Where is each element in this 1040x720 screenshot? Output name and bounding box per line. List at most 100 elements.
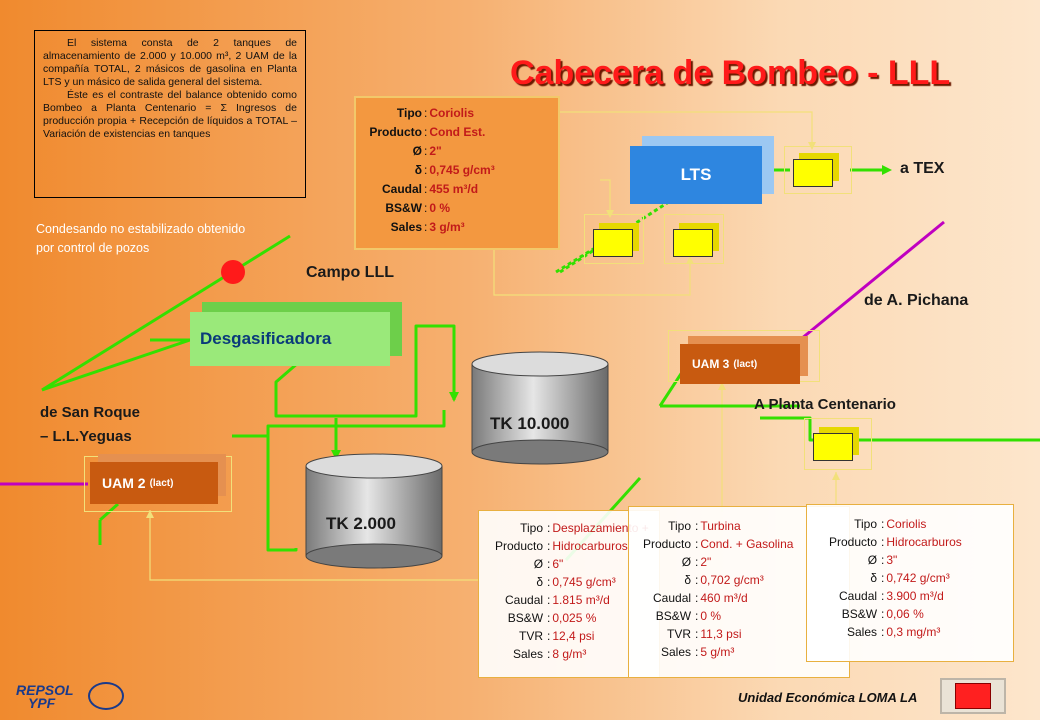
desp-spec-key: Tipo — [520, 521, 544, 535]
cori-spec-row: Producto:Hidrocarburos — [829, 533, 962, 551]
uam2-tag: (lact) — [149, 477, 174, 489]
san-roque-label-1: de San Roque — [40, 404, 141, 421]
turb-spec-row: Caudal:460 m³/d — [643, 589, 793, 607]
turb-spec-key: TVR — [667, 627, 692, 641]
lts-spec-colon: : — [424, 125, 428, 139]
valve-icon — [221, 260, 245, 284]
turb-spec-colon: : — [695, 555, 699, 569]
desga-to-tk10-pipe — [274, 324, 456, 418]
turb-spec-colon: : — [695, 627, 699, 641]
cori-spec-row: Sales:0,3 mg/m³ — [829, 623, 962, 641]
desp-spec-value: 6" — [552, 557, 564, 571]
turb-spec-colon: : — [695, 573, 699, 587]
lts-spec-row: BS&W:0 % — [356, 199, 495, 218]
desp-spec-row: δ:0,745 g/cm³ — [495, 573, 649, 591]
tex-meter-frame — [784, 146, 852, 194]
cori-spec-key: Caudal — [839, 589, 878, 603]
page-title: Cabecera de Bombeo - LLL — [510, 54, 951, 92]
desp-spec-value: Hidrocarburos — [552, 539, 628, 553]
desp-spec-key: Ø — [533, 557, 544, 571]
turb-spec-row: δ:0,702 g/cm³ — [643, 571, 793, 589]
description-para-1: El sistema consta de 2 tanques de almace… — [43, 37, 297, 88]
turb-spec-value: 5 g/m³ — [700, 645, 735, 659]
lts-spec-value: 3 g/m³ — [429, 220, 465, 234]
cori-spec-key: Producto — [829, 535, 878, 549]
turb-spec-key: Producto — [643, 537, 692, 551]
cori-spec-value: 0,742 g/cm³ — [886, 571, 950, 585]
turb-spec-value: 460 m³/d — [700, 591, 748, 605]
turb-spec-value: 0,702 g/cm³ — [700, 573, 764, 587]
desp-spec-row: Tipo:Desplazamiento + — [495, 519, 649, 537]
turb-spec-colon: : — [695, 591, 699, 605]
cori-spec-row: BS&W:0,06 % — [829, 605, 962, 623]
tank-2000 — [305, 453, 443, 569]
lts-spec-colon: : — [424, 201, 428, 215]
desga-feed-pipe — [41, 338, 191, 392]
lts-spec-value: 0 % — [429, 201, 451, 215]
cori-spec-key: Ø — [867, 553, 878, 567]
lts-spec-value: Coriolis — [429, 106, 475, 120]
desp-spec-colon: : — [547, 593, 551, 607]
footer-unit-label: Unidad Económica LOMA LA — [738, 690, 918, 705]
desp-spec-value: 1.815 m³/d — [552, 593, 610, 607]
cori-spec-key: Sales — [847, 625, 878, 639]
lts-spec-colon: : — [424, 182, 428, 196]
uam3-tag: (lact) — [733, 358, 758, 370]
turb-spec-colon: : — [695, 609, 699, 623]
cori-spec-colon: : — [881, 571, 885, 585]
desp-spec-colon: : — [547, 647, 551, 661]
desp-spec-row: Caudal:1.815 m³/d — [495, 591, 649, 609]
desp-spec-key: Sales — [513, 647, 544, 661]
lts-spec-row: Producto:Cond Est. — [356, 123, 495, 142]
turb-spec-colon: : — [695, 537, 699, 551]
cori-spec-value: 0,06 % — [886, 607, 924, 621]
turb-spec-key: Ø — [681, 555, 692, 569]
lts-unit: LTS — [630, 146, 762, 204]
cori-spec-row: δ:0,742 g/cm³ — [829, 569, 962, 587]
stop-icon — [955, 683, 991, 709]
desp-spec-colon: : — [547, 629, 551, 643]
san-roque-label-2: – L.L.Yeguas — [40, 428, 132, 445]
lts-spec-key: Caudal — [381, 182, 422, 196]
cori-spec-colon: : — [881, 589, 885, 603]
desp-spec-key: Producto — [495, 539, 544, 553]
lts-meter-icon-1 — [593, 229, 633, 257]
desp-spec-row: TVR:12,4 psi — [495, 627, 649, 645]
spec-desplazamiento-table: Tipo:Desplazamiento +Producto:Hidrocarbu… — [495, 519, 649, 663]
cori-spec-value: 3" — [886, 553, 898, 567]
desp-spec-key: TVR — [519, 629, 544, 643]
cori-spec-value: Coriolis — [886, 517, 927, 531]
cori-spec-colon: : — [881, 517, 885, 531]
next-slide-button[interactable] — [940, 678, 1006, 714]
desp-spec-value: 0,025 % — [552, 611, 597, 625]
turb-spec-value: 11,3 psi — [700, 627, 742, 641]
turb-spec-key: δ — [684, 573, 692, 587]
to-centenario-pipe — [760, 416, 1040, 442]
cori-spec-row: Tipo:Coriolis — [829, 515, 962, 533]
desp-spec-colon: : — [547, 539, 551, 553]
turb-spec-colon: : — [695, 519, 699, 533]
logo-line-1: REPSOL — [16, 682, 74, 698]
description-box: El sistema consta de 2 tanques de almace… — [34, 30, 306, 198]
cori-spec-value: 3.900 m³/d — [886, 589, 944, 603]
lts-meter-frame-2 — [664, 214, 724, 264]
lts-spec-row: Tipo:Coriolis — [356, 104, 495, 123]
turb-spec-value: 0 % — [700, 609, 722, 623]
uam2-label: UAM 2 — [102, 475, 146, 491]
uam2-frame — [84, 456, 232, 512]
logo-line-2: YPF — [28, 695, 56, 711]
desp-spec-key: BS&W — [507, 611, 544, 625]
lts-spec-key: Tipo — [396, 106, 422, 120]
lts-spec-colon: : — [424, 163, 428, 177]
turb-spec-row: Tipo:Turbina — [643, 517, 793, 535]
turb-spec-row: BS&W:0 % — [643, 607, 793, 625]
turb-spec-key: Caudal — [653, 591, 692, 605]
lts-spec-value: Cond Est. — [429, 125, 486, 139]
turb-spec-row: Ø:2" — [643, 553, 793, 571]
turb-spec-key: BS&W — [655, 609, 692, 623]
lts-spec-row: Caudal:455 m³/d — [356, 180, 495, 199]
centenario-meter-icon — [813, 433, 853, 461]
desp-spec-row: Ø:6" — [495, 555, 649, 573]
turb-spec-value: 2" — [700, 555, 712, 569]
